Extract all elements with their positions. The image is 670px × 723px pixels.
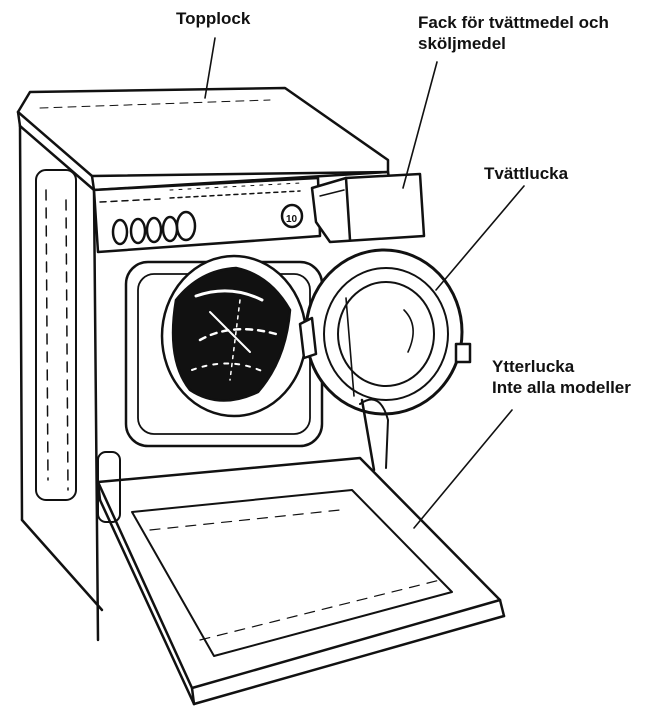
label-tvattlucka: Tvättlucka: [484, 164, 569, 183]
label-ytterlucka-line-1: Ytterlucka: [492, 357, 575, 376]
leader-lines: [204, 37, 525, 529]
control-knob: [145, 216, 163, 244]
control-panel: [92, 176, 322, 254]
detergent-drawer: [310, 172, 426, 244]
washing-door: [298, 248, 472, 416]
label-detergent-line-1: Fack för tvättmedel och: [418, 13, 609, 32]
program-dial-number: 10: [286, 214, 298, 225]
label-detergent-line-2: sköljmedel: [418, 34, 506, 53]
side-panel: [18, 124, 104, 612]
leader-line-ytterlucka: [413, 409, 513, 529]
control-knob: [111, 218, 129, 246]
leader-line-tvattlucka: [435, 185, 525, 291]
label-detergent-compartment: Fack för tvättmedel och sköljmedel: [418, 12, 609, 54]
control-knob: [175, 210, 197, 242]
label-ytterlucka-line-2: Inte alla modeller: [492, 378, 631, 397]
label-topplock: Topplock: [176, 9, 251, 28]
control-knob: [129, 217, 147, 245]
drum: [160, 254, 308, 418]
label-ytterlucka: Ytterlucka Inte alla modeller: [492, 356, 631, 398]
leader-line-topplock: [204, 37, 216, 99]
outer-door: [96, 398, 506, 706]
leader-line-fack: [402, 61, 438, 189]
program-dial-knob: [280, 203, 304, 229]
